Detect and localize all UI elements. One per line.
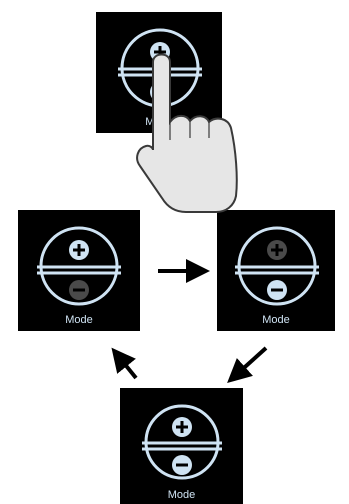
mode-label: Mode: [145, 116, 173, 128]
mode-label: Mode: [65, 314, 93, 326]
mode-panel-right: Mode: [217, 210, 335, 331]
mode-symbol-icon: [235, 226, 319, 306]
mode-symbol-icon: [142, 404, 222, 480]
mode-symbol-icon: [118, 28, 202, 108]
mode-label: Mode: [167, 489, 196, 501]
mode-panel-left: Mode: [18, 210, 140, 331]
mode-panel-bottom: Mode: [120, 388, 243, 504]
arrow-bottom-to-left-icon: [111, 347, 138, 380]
mode-label: Mode: [262, 314, 290, 326]
mode-panel-top[interactable]: Mode: [96, 12, 222, 133]
arrow-right-to-bottom-icon: [227, 346, 268, 384]
mode-symbol-icon: [37, 226, 121, 306]
